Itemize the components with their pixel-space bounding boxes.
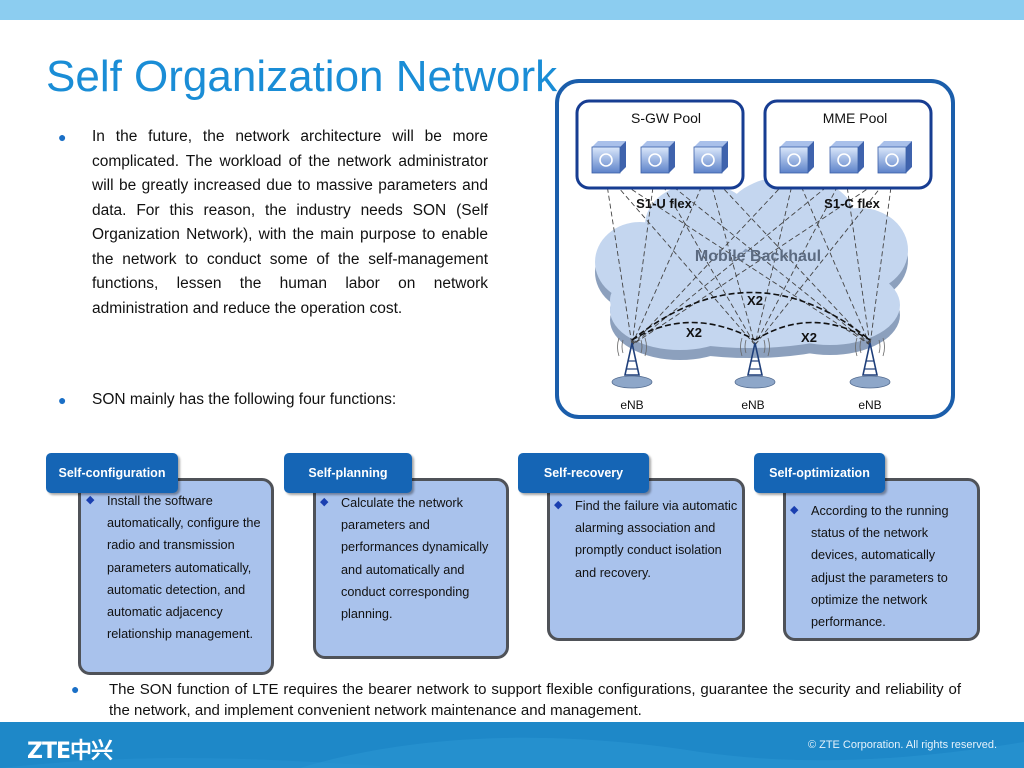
self-planning-text: ◆ Calculate the network parameters and p… (320, 492, 499, 625)
self-recovery-desc: Find the failure via automatic alarming … (575, 499, 738, 580)
mobile-backhaul-cloud (595, 176, 908, 360)
server-icon (693, 141, 728, 174)
x2-links (631, 291, 871, 341)
server-icon (779, 141, 814, 174)
footer-wave-decoration (0, 737, 1024, 768)
self-planning-card (313, 478, 509, 659)
diamond-bullet-icon: ◆ (320, 496, 329, 508)
server-icon (640, 141, 675, 174)
self-configuration-tab: Self-configuration (46, 453, 178, 493)
server-icon (829, 141, 864, 174)
tower-icon (849, 337, 891, 389)
zte-logo: ZTE中兴 (27, 739, 113, 764)
intro-bullet: ● In the future, the network architectur… (58, 125, 488, 321)
network-diagram: S-GW Pool MME Pool S1-U flex S (555, 79, 955, 419)
self-optimization-card (783, 478, 980, 641)
top-accent-bar (0, 0, 1024, 20)
self-optimization-desc: According to the running status of the n… (811, 504, 949, 630)
diamond-bullet-icon: ◆ (790, 504, 799, 516)
diamond-bullet-icon: ◆ (554, 499, 563, 511)
server-icon (591, 141, 626, 174)
copyright-text: © ZTE Corporation. All rights reserved. (807, 739, 997, 751)
bullet-dot-icon: ● (58, 392, 67, 408)
mme-pool-label: MME Pool (823, 110, 888, 126)
functions-intro-text: SON mainly has the following four functi… (92, 391, 397, 408)
page-title: Self Organization Network (46, 52, 558, 101)
self-recovery-text: ◆ Find the failure via automatic alarmin… (554, 495, 738, 584)
tower-icon (611, 337, 653, 389)
server-icon (877, 141, 912, 174)
self-recovery-card (547, 478, 745, 641)
intro-text: In the future, the network architecture … (92, 128, 488, 317)
x2-top-label: X2 (747, 293, 763, 308)
bullet-dot-icon: ● (71, 681, 80, 697)
x2-left-label: X2 (686, 325, 702, 340)
conclusion-text: The SON function of LTE requires the bea… (109, 681, 961, 719)
functions-intro-bullet: ● SON mainly has the following four func… (58, 388, 488, 413)
self-configuration-desc: Install the software automatically, conf… (107, 494, 261, 642)
bullet-dot-icon: ● (58, 129, 67, 145)
footer-bar: ZTE中兴 © ZTE Corporation. All rights rese… (0, 722, 1024, 768)
x2-right-label: X2 (801, 330, 817, 345)
self-configuration-text: ◆ Install the software automatically, co… (86, 490, 267, 645)
tower-icon (734, 337, 776, 389)
s1u-flex-label: S1-U flex (636, 196, 692, 211)
enb-label: eNB (741, 398, 764, 412)
conclusion-bullet: ● The SON function of LTE requires the b… (71, 679, 961, 721)
enb-label: eNB (858, 398, 881, 412)
mobile-backhaul-label: Mobile Backhaul (695, 248, 821, 265)
self-optimization-tab: Self-optimization (754, 453, 885, 493)
diamond-bullet-icon: ◆ (86, 494, 95, 506)
enb-label: eNB (620, 398, 643, 412)
sgw-pool-label: S-GW Pool (631, 110, 701, 126)
s1-links (604, 171, 894, 346)
self-planning-desc: Calculate the network parameters and per… (341, 496, 489, 622)
s1c-flex-label: S1-C flex (824, 196, 880, 211)
self-recovery-tab: Self-recovery (518, 453, 649, 493)
self-optimization-text: ◆ According to the running status of the… (790, 500, 971, 633)
self-planning-tab: Self-planning (284, 453, 412, 493)
